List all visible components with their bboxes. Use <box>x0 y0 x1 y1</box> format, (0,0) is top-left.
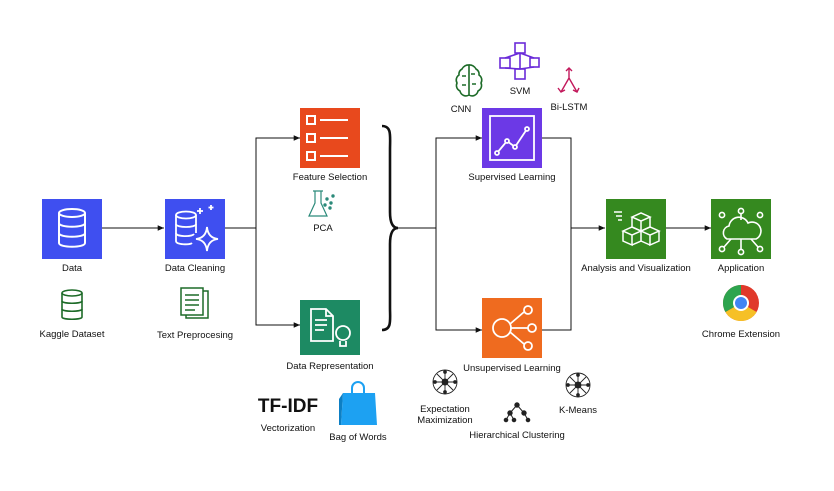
chrome-extension: Chrome Extension <box>702 285 780 340</box>
data-representation-icon-box <box>300 300 360 355</box>
cnn-label: CNN <box>451 104 472 115</box>
svm-label: SVM <box>510 86 531 97</box>
edge-cleaning-to-representation <box>255 228 300 328</box>
tree-icon <box>503 402 531 423</box>
bag-of-words: Bag of Words <box>329 381 387 443</box>
cloud-network-icon <box>718 207 764 256</box>
pca-label: PCA <box>313 223 333 234</box>
curly-brace <box>381 124 399 332</box>
kmeans-label: K-Means <box>559 405 597 416</box>
feature-selection-label: Feature Selection <box>293 172 367 183</box>
kmeans: K-Means <box>559 372 597 416</box>
line-chart-icon <box>489 115 535 161</box>
tfidf-logo: TF-IDF <box>258 396 318 417</box>
kaggle-label: Kaggle Dataset <box>40 329 105 340</box>
documents-icon <box>180 287 209 319</box>
svm: SVM <box>499 42 540 97</box>
connectors <box>102 124 711 333</box>
database-sparkle-icon <box>175 205 219 252</box>
data-representation-label: Data Representation <box>286 361 373 372</box>
text-preprocessing-label: Text Preprocesing <box>157 330 233 341</box>
feature-selection-node: Feature Selection <box>293 108 367 183</box>
application-label: Application <box>718 263 764 274</box>
data-cleaning-node: Data Cleaning <box>165 199 225 274</box>
unsupervised-node: Unsupervised Learning <box>463 298 561 374</box>
brace-to-supervised <box>396 135 482 229</box>
kaggle-dataset: Kaggle Dataset <box>40 289 105 340</box>
cnn: CNN <box>451 64 483 115</box>
data-cleaning-icon-box <box>165 199 225 259</box>
checklist-icon <box>306 115 348 161</box>
edge-cleaning-to-feature-selection <box>225 135 300 229</box>
hierarchical-clustering: Hierarchical Clustering <box>469 402 565 441</box>
tfidf: TF-IDF Vectorization <box>258 396 318 434</box>
bilstm-label: Bi-LSTM <box>551 102 588 113</box>
server-stack-icon <box>61 289 83 321</box>
application-node: Application <box>711 199 771 274</box>
chrome-extension-label: Chrome Extension <box>702 329 780 340</box>
text-preprocessing: Text Preprocesing <box>157 287 233 341</box>
analysis-label: Analysis and Visualization <box>581 263 691 274</box>
hierarchical-label: Hierarchical Clustering <box>469 430 565 441</box>
database-icon <box>58 208 86 248</box>
data-representation-node: Data Representation <box>286 300 374 372</box>
unsupervised-to-analysis <box>541 228 572 331</box>
data-label: Data <box>62 263 83 274</box>
cluster-burst-icon-em <box>432 369 458 395</box>
em-label-line1: Expectation <box>420 404 470 415</box>
analysis-node: Analysis and Visualization <box>581 199 691 274</box>
data-cleaning-label: Data Cleaning <box>165 263 225 274</box>
pca-flask-icon <box>308 190 335 217</box>
expectation-maximization: Expectation Maximization <box>417 369 473 426</box>
bilstm: Bi-LSTM <box>551 67 588 113</box>
data-node: Data <box>42 199 102 274</box>
vectorization-label: Vectorization <box>261 423 315 434</box>
document-lightbulb-icon <box>310 308 351 347</box>
network-graph-icon <box>499 42 540 80</box>
unsupervised-label: Unsupervised Learning <box>463 363 561 374</box>
brain-icon <box>455 64 483 97</box>
shopping-bag-icon <box>339 381 377 425</box>
pca: PCA <box>308 190 335 234</box>
cluster-burst-icon-kmeans <box>565 372 591 398</box>
hub-network-icon <box>492 305 537 351</box>
brace-to-unsupervised <box>435 228 482 333</box>
cubes-icon <box>614 211 661 247</box>
supervised-to-analysis <box>541 137 605 231</box>
bag-of-words-label: Bag of Words <box>329 432 387 443</box>
chrome-logo-icon <box>722 285 759 322</box>
supervised-node: Supervised Learning <box>468 108 556 183</box>
supervised-icon-box <box>482 108 542 168</box>
em-label-line2: Maximization <box>417 415 472 426</box>
split-arrows-icon <box>557 67 580 93</box>
supervised-label: Supervised Learning <box>468 172 555 183</box>
